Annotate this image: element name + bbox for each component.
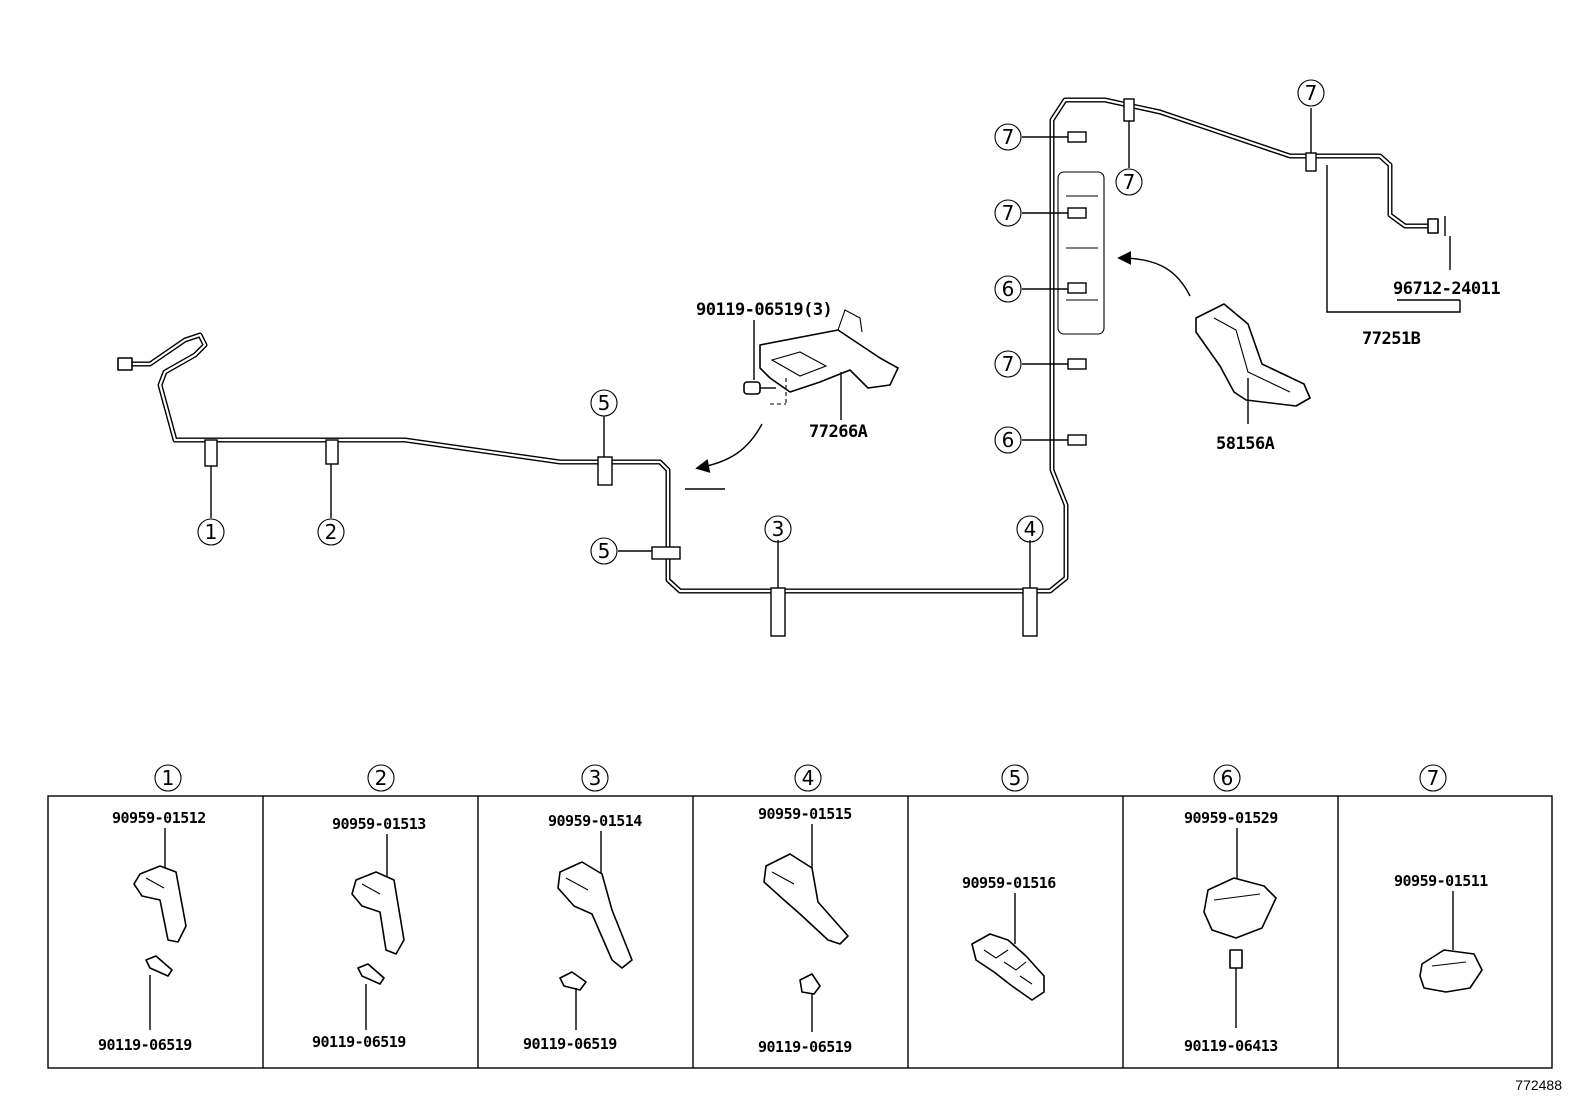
svg-text:7: 7 (1002, 352, 1015, 376)
svg-text:1: 1 (162, 766, 175, 790)
pipe-clamps (204, 98, 1317, 637)
callout-3: 3 (764, 515, 792, 543)
table-heading-5: 5 (1001, 764, 1029, 792)
callout-7-b: 7 (994, 199, 1022, 227)
bracket-58156a (1195, 303, 1311, 424)
bracket-77266a (743, 309, 899, 405)
table-heading-7: 7 (1419, 764, 1447, 792)
callout-7-c: 7 (994, 350, 1022, 378)
svg-text:6: 6 (1221, 766, 1234, 790)
bracket-58156a-zone (1057, 171, 1105, 335)
svg-text:7: 7 (1002, 125, 1015, 149)
bolt-2-part: 90119-06519 (312, 1033, 406, 1051)
svg-text:6: 6 (1002, 277, 1015, 301)
callout-5-side: 5 (590, 537, 618, 565)
clamp-6-part: 90959-01529 (1184, 809, 1278, 827)
svg-text:4: 4 (802, 766, 815, 790)
pipe-end-fitting-right (1427, 218, 1439, 234)
table-heading-6: 6 (1213, 764, 1241, 792)
clamp-table: 1 2 3 4 5 6 7 90959-01512 90119-06519 90… (47, 764, 1562, 1093)
bolt-3-part: 90119-06519 (523, 1035, 617, 1053)
svg-text:1: 1 (205, 520, 218, 544)
table-heading-4: 4 (794, 764, 822, 792)
clamp-1-part: 90959-01512 (112, 809, 206, 827)
callout-5-top: 5 (590, 389, 618, 417)
clamp-7-part: 90959-01511 (1394, 872, 1488, 890)
svg-text:3: 3 (589, 766, 602, 790)
clamp-4-part: 90959-01515 (758, 805, 852, 823)
svg-text:5: 5 (598, 539, 611, 563)
label-bolt-top: 90119-06519(3) (696, 300, 832, 320)
svg-text:5: 5 (1009, 766, 1022, 790)
svg-text:3: 3 (772, 517, 785, 541)
clamp-5-part: 90959-01516 (962, 874, 1056, 892)
callout-7-e: 7 (1297, 79, 1325, 107)
svg-text:7: 7 (1123, 170, 1136, 194)
svg-text:5: 5 (598, 391, 611, 415)
bolt-4-part: 90119-06519 (758, 1038, 852, 1056)
label-pipe-end-part: 96712-24011 (1393, 279, 1500, 299)
label-bracket-77266a: 77266A (809, 422, 868, 442)
svg-text:4: 4 (1024, 517, 1037, 541)
svg-text:7: 7 (1305, 81, 1318, 105)
callout-7-d: 7 (1115, 168, 1143, 196)
bolt-6-part: 90119-06413 (1184, 1037, 1278, 1055)
label-pipe-assembly: 77251B (1362, 329, 1421, 349)
pipe-end-fitting-left (117, 357, 133, 371)
arrow-58156a (1117, 251, 1191, 297)
figure-ref: 772488 (1515, 1077, 1562, 1093)
callout-2: 2 (317, 518, 345, 546)
table-heading-3: 3 (581, 764, 609, 792)
bolt-1-part: 90119-06519 (98, 1036, 192, 1054)
clamp-3-part: 90959-01514 (548, 812, 642, 830)
table-heading-1: 1 (154, 764, 182, 792)
callout-6-a: 6 (994, 275, 1022, 303)
callout-leaders (210, 108, 1312, 588)
svg-text:7: 7 (1427, 766, 1440, 790)
callout-circles: 1 2 3 4 5 5 7 7 6 7 6 7 7 (197, 79, 1325, 565)
callout-7-a: 7 (994, 123, 1022, 151)
callout-6-b: 6 (994, 426, 1022, 454)
svg-text:2: 2 (325, 520, 338, 544)
callout-4: 4 (1016, 515, 1044, 543)
clamp-2-part: 90959-01513 (332, 815, 426, 833)
arrow-77266a (695, 423, 763, 473)
svg-text:2: 2 (375, 766, 388, 790)
table-heading-2: 2 (367, 764, 395, 792)
svg-text:7: 7 (1002, 201, 1015, 225)
svg-text:6: 6 (1002, 428, 1015, 452)
fuel-pipe (117, 97, 1446, 594)
label-bracket-58156a: 58156A (1216, 434, 1275, 454)
callout-1: 1 (197, 518, 225, 546)
